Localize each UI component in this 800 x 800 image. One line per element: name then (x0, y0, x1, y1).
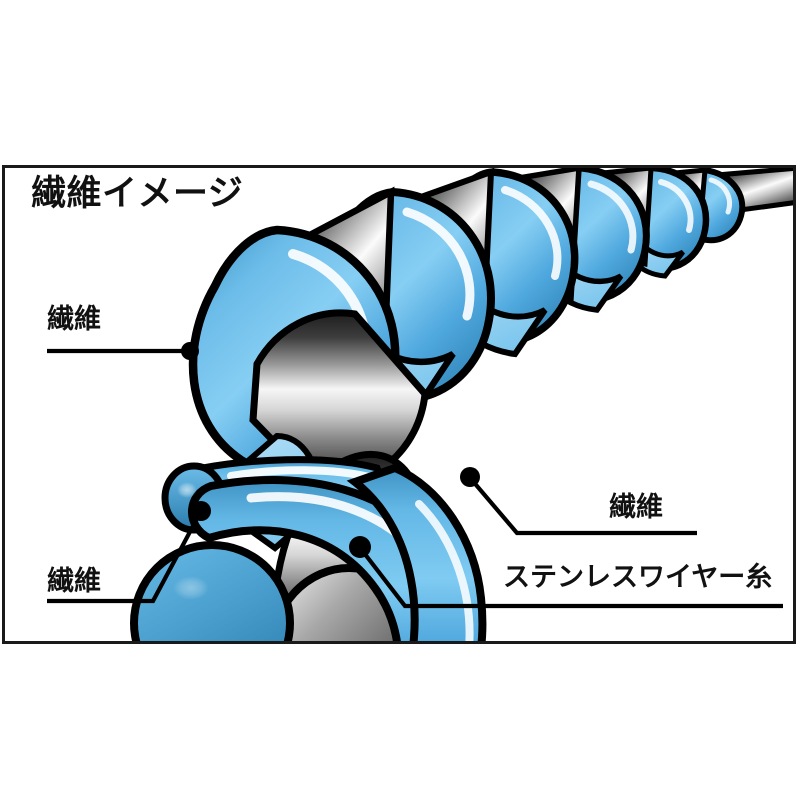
leader-fiber-bottom (47, 512, 202, 604)
leader-fiber-right (469, 477, 697, 536)
callout-dots (181, 342, 480, 558)
label-fiber-bottom: 繊維 (47, 566, 101, 596)
fiber-bundle-artwork (130, 168, 793, 641)
fiber-structure-illustration (47, 168, 793, 641)
label-fiber-left: 繊維 (47, 304, 101, 334)
fiber-front-disc (130, 541, 294, 641)
label-fiber-right: 繊維 (609, 492, 663, 522)
page-title: 繊維イメージ (31, 174, 244, 213)
callout-leaders (47, 348, 783, 609)
dot-fiber-bottom (191, 501, 211, 521)
dot-fiber-left (181, 342, 199, 360)
diagram-panel: 繊維イメージ 繊維 繊維 繊維 ステンレスワイヤー糸 (2, 165, 796, 644)
dot-wire (349, 536, 371, 558)
label-stainless-wire: ステンレスワイヤー糸 (503, 562, 773, 592)
leader-wire (359, 547, 783, 609)
dot-fiber-right (460, 467, 480, 487)
fiber-front-wrap-right (346, 463, 487, 641)
